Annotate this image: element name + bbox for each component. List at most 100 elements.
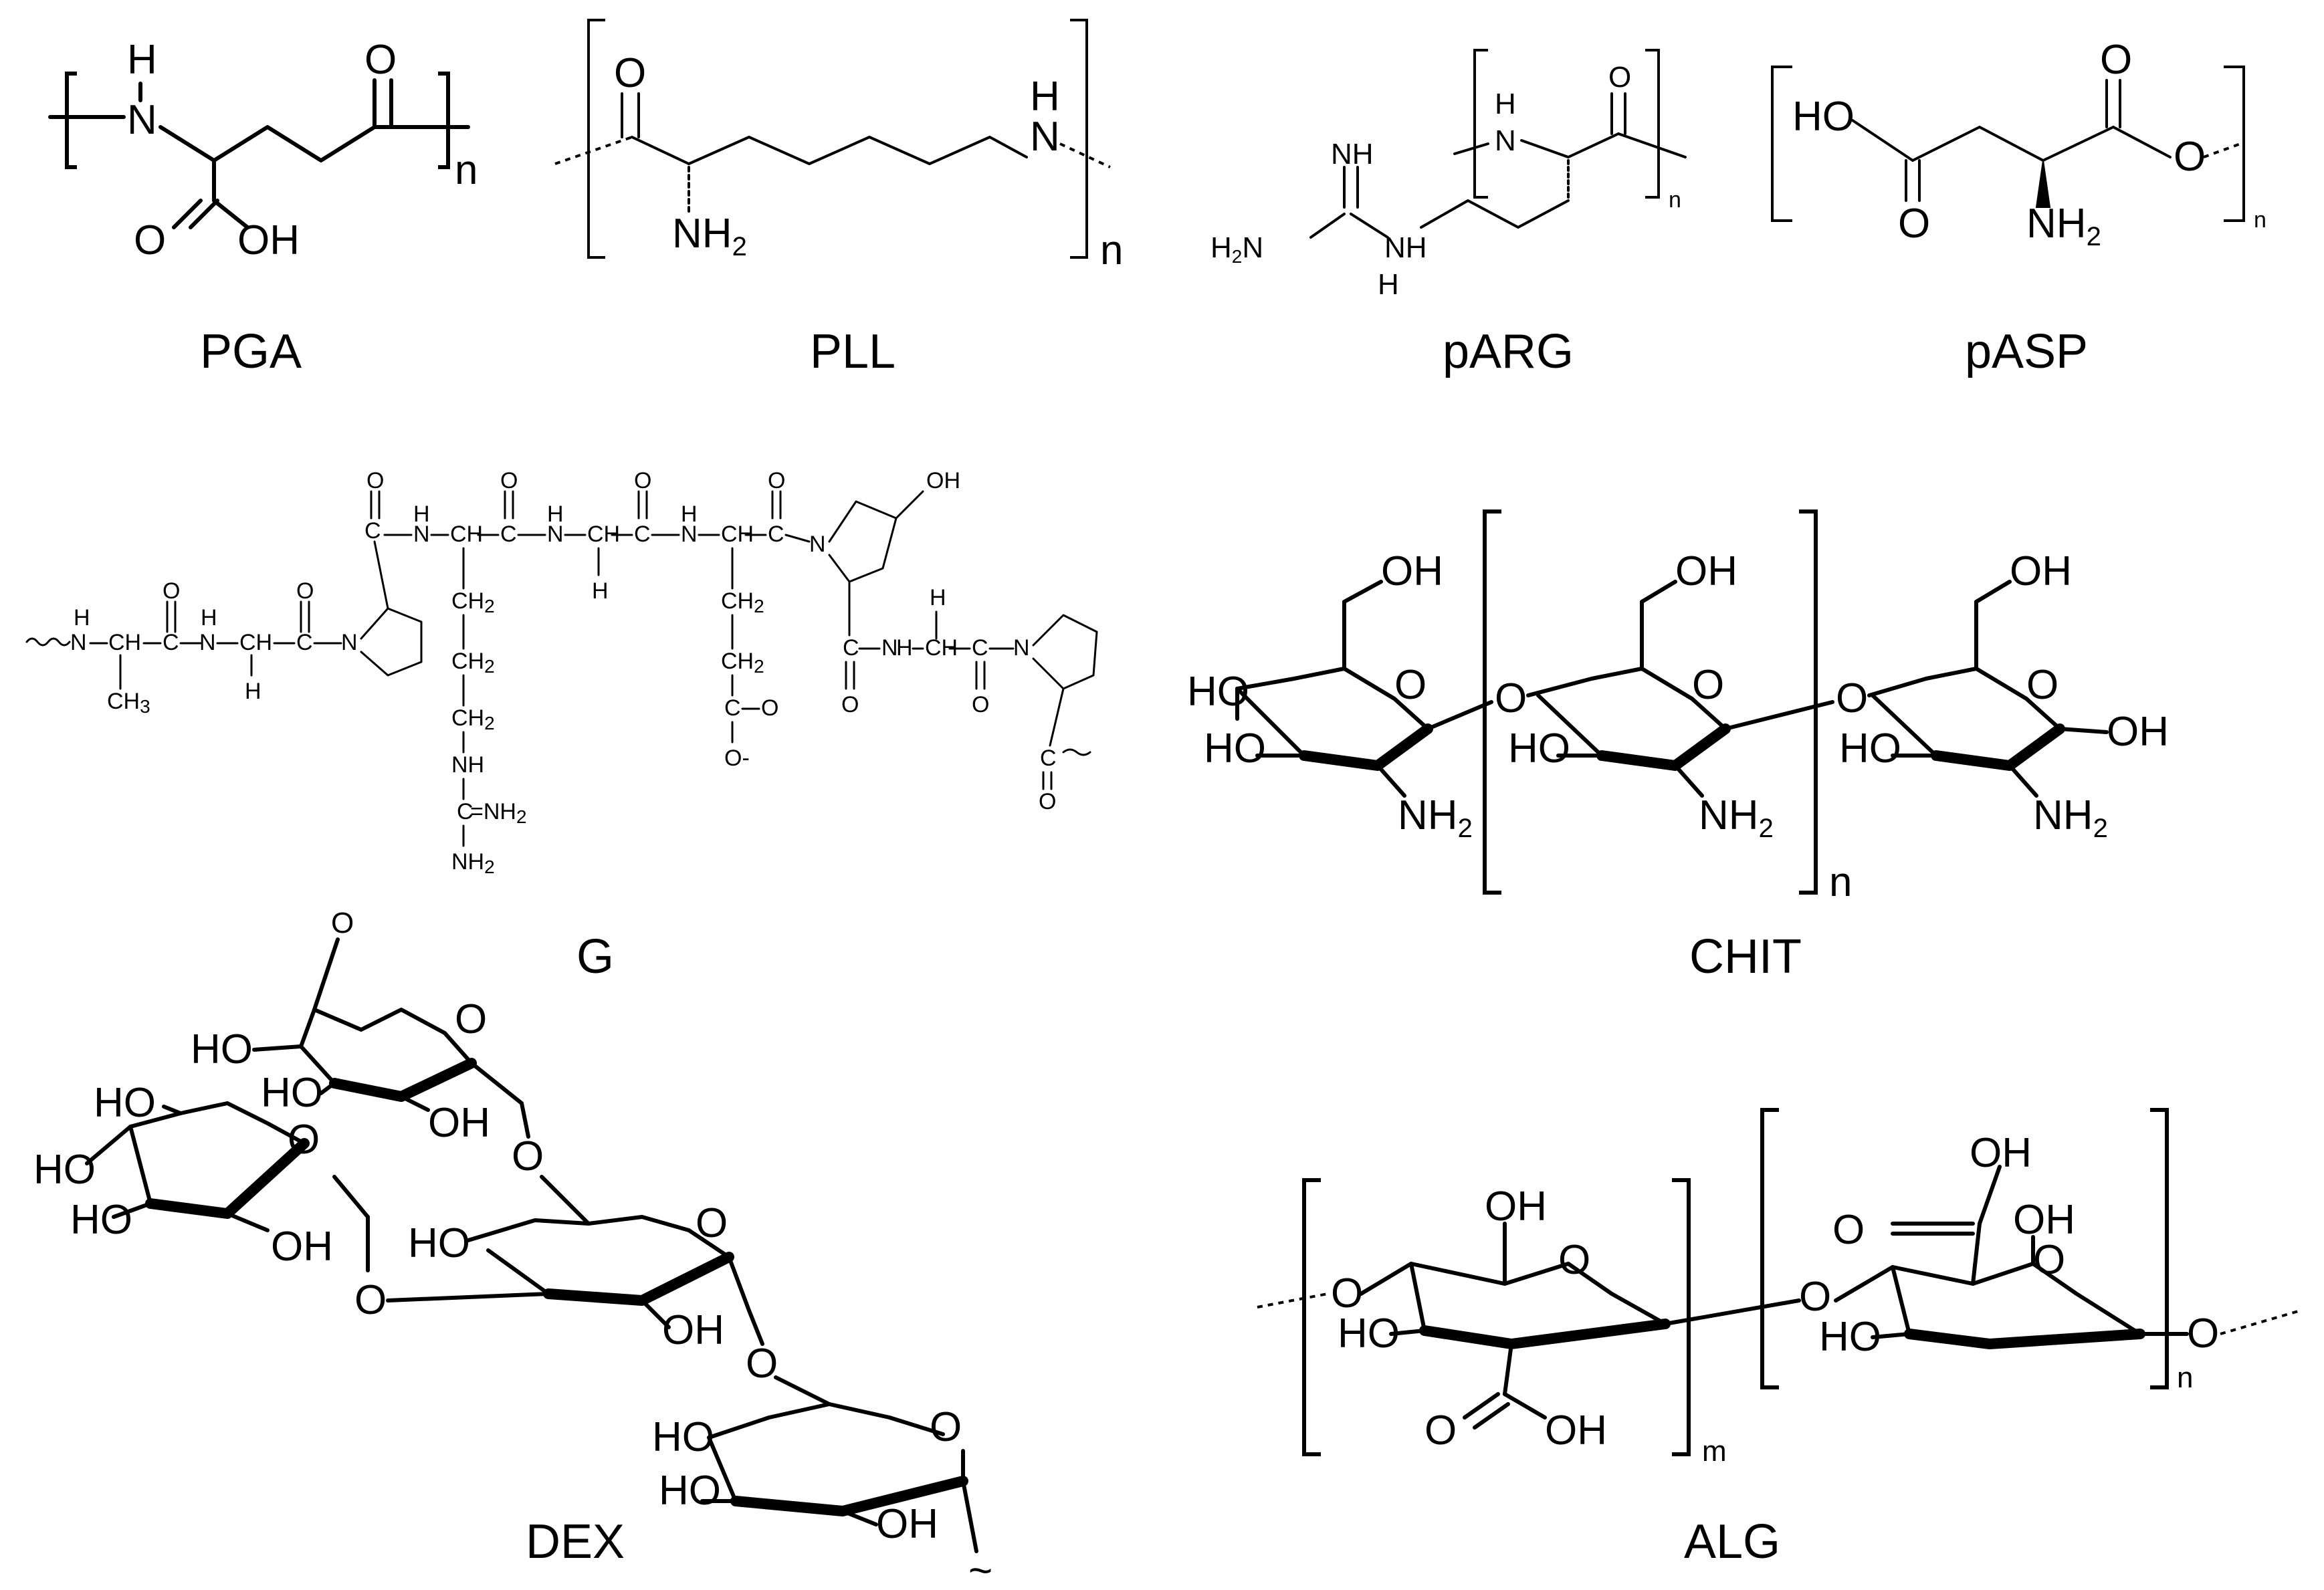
dex-ho-8: HO (659, 1468, 721, 1514)
pasp-nh2-atom: NH2 (2026, 201, 2101, 251)
gel-ch2-5: CH2 (721, 649, 764, 677)
parg-h2n-atom: H2N (1210, 231, 1263, 267)
pll-repeat-n: n (1100, 227, 1123, 273)
gel-c-6: C (724, 695, 741, 721)
caption-pasp: pASP (1965, 325, 2088, 378)
gel-h-9: H (930, 585, 946, 610)
chit-ring-o-1: O (1394, 662, 1427, 708)
parg-n-atom: N (1495, 124, 1516, 157)
chit-o-link-1: O (1495, 675, 1527, 721)
dex-ring-o-b: O (288, 1117, 320, 1163)
pasp-o-ester: O (2174, 134, 2206, 180)
dex-ring-o-c: O (696, 1200, 728, 1246)
caption-pll: PLL (810, 325, 895, 378)
dex-top-o: O (331, 907, 354, 939)
gel-o-5: O (634, 468, 651, 493)
gel-o-4: O (500, 468, 518, 493)
dex-oh-3: OH (662, 1307, 724, 1353)
gel-ch2-2: CH2 (451, 649, 495, 677)
pasp-repeat-n: n (2254, 207, 2266, 233)
dextran-structure: O HO HO O OH O HO HO HO O OH O (33, 907, 992, 1590)
gel-ch-2: CH (239, 630, 272, 655)
chit-ho-4: HO (1839, 725, 1901, 772)
chit-ho-3: HO (1508, 725, 1570, 772)
gel-h-7: H (681, 501, 698, 527)
chit-nh2-2: NH2 (1699, 792, 1774, 843)
chit-oh-2: OH (1675, 548, 1737, 594)
gelatin-structure: H N CH CH3 C O H N CH H C O N C O H N CH… (25, 468, 1098, 877)
parg-imine-nh: NH (1331, 138, 1374, 171)
alg-oh-1: OH (1485, 1183, 1547, 1230)
pll-structure: O NH2 N H n (554, 19, 1123, 273)
pga-n-atom: N (127, 97, 157, 143)
gel-n-1: N (70, 630, 87, 655)
gel-o-10: O (1039, 789, 1056, 814)
caption-pga: PGA (200, 325, 302, 378)
alg-ho-1: HO (1338, 1311, 1400, 1357)
pasp-o-lower: O (1898, 201, 1930, 247)
pga-o-atom: O (134, 217, 166, 263)
gel-n-pro-2: N (809, 532, 826, 557)
chitosan-structure: n HO HO OH O NH2 O HO OH O NH2 O (1187, 509, 2169, 905)
parg-repeat-n: n (1669, 187, 1681, 213)
chit-oh-4: OH (2107, 709, 2169, 755)
dex-ho-1: HO (191, 1026, 253, 1072)
gel-h-1: H (74, 605, 90, 631)
pll-n-atom: N (1030, 114, 1060, 160)
alg-o-acid-1: O (1424, 1407, 1457, 1454)
gel-c-4: C (500, 522, 517, 547)
gel-h-8: H (896, 635, 913, 661)
gel-o-7: O (768, 468, 785, 493)
gel-h-4: H (413, 501, 430, 527)
caption-parg: pARG (1443, 325, 1574, 378)
alginate-structure: m n O HO OH O O OH O HO O OH OH O O (1257, 1108, 2301, 1468)
dex-ho-5: HO (70, 1197, 132, 1243)
gel-c-7: C (768, 522, 784, 547)
dex-o-link-3: O (746, 1341, 778, 1387)
chit-nh2-1: NH2 (1398, 792, 1473, 843)
gel-n-4: N (547, 522, 564, 547)
dex-tilde: ~ (968, 1548, 992, 1587)
chit-repeat-n: n (1829, 859, 1852, 905)
gel-nh-1: NH (451, 752, 484, 778)
alg-oh-acid-1: OH (1545, 1407, 1607, 1454)
pga-h-atom: H (127, 37, 157, 83)
gel-c-guan: C (457, 799, 473, 824)
gel-c-1: C (163, 630, 179, 655)
chit-o-link-2: O (1836, 675, 1868, 721)
chit-oh-1: OH (1381, 548, 1443, 594)
pasp-o-upper: O (2100, 37, 2132, 83)
alg-ring-o-2: O (2033, 1237, 2065, 1283)
dex-ho-2: HO (261, 1070, 323, 1116)
gel-c-8: C (843, 635, 859, 661)
gel-c-10: C (1040, 746, 1057, 771)
parg-o-atom: O (1608, 61, 1631, 94)
chit-nh2-3: NH2 (2033, 792, 2108, 843)
alg-oh-2: OH (2013, 1197, 2075, 1243)
dex-ring-o-a: O (455, 996, 487, 1042)
alg-repeat-n: n (2177, 1361, 2193, 1394)
parg-nh-atom: NH (1384, 231, 1427, 264)
alg-o-acid-2: O (1832, 1207, 1865, 1253)
gel-n-2: N (199, 630, 216, 655)
parg-h-atom: H (1495, 88, 1516, 120)
alg-oh-acid-2: OH (1970, 1130, 2032, 1176)
gel-h-5: H (547, 501, 564, 527)
dex-oh-4: OH (876, 1501, 938, 1547)
caption-alginate: ALG (1684, 1515, 1780, 1569)
alg-o-1: O (1331, 1270, 1363, 1317)
dex-oh-2: OH (271, 1224, 333, 1270)
gel-n-pro-3: N (1013, 635, 1030, 661)
dex-ho-6: HO (408, 1220, 470, 1266)
gel-o-9: O (972, 692, 989, 717)
alg-repeat-m: m (1702, 1435, 1727, 1468)
pga-structure: N H O OH O n (48, 37, 478, 263)
gel-c-9: C (972, 635, 988, 661)
alg-o-link: O (1799, 1274, 1831, 1320)
pasp-structure: HO O NH2 O O n (1771, 37, 2266, 251)
gel-c-5: C (634, 522, 651, 547)
gel-ch-1: CH (108, 630, 141, 655)
dex-oh-1: OH (428, 1100, 490, 1146)
dex-o-link-1: O (512, 1133, 544, 1179)
